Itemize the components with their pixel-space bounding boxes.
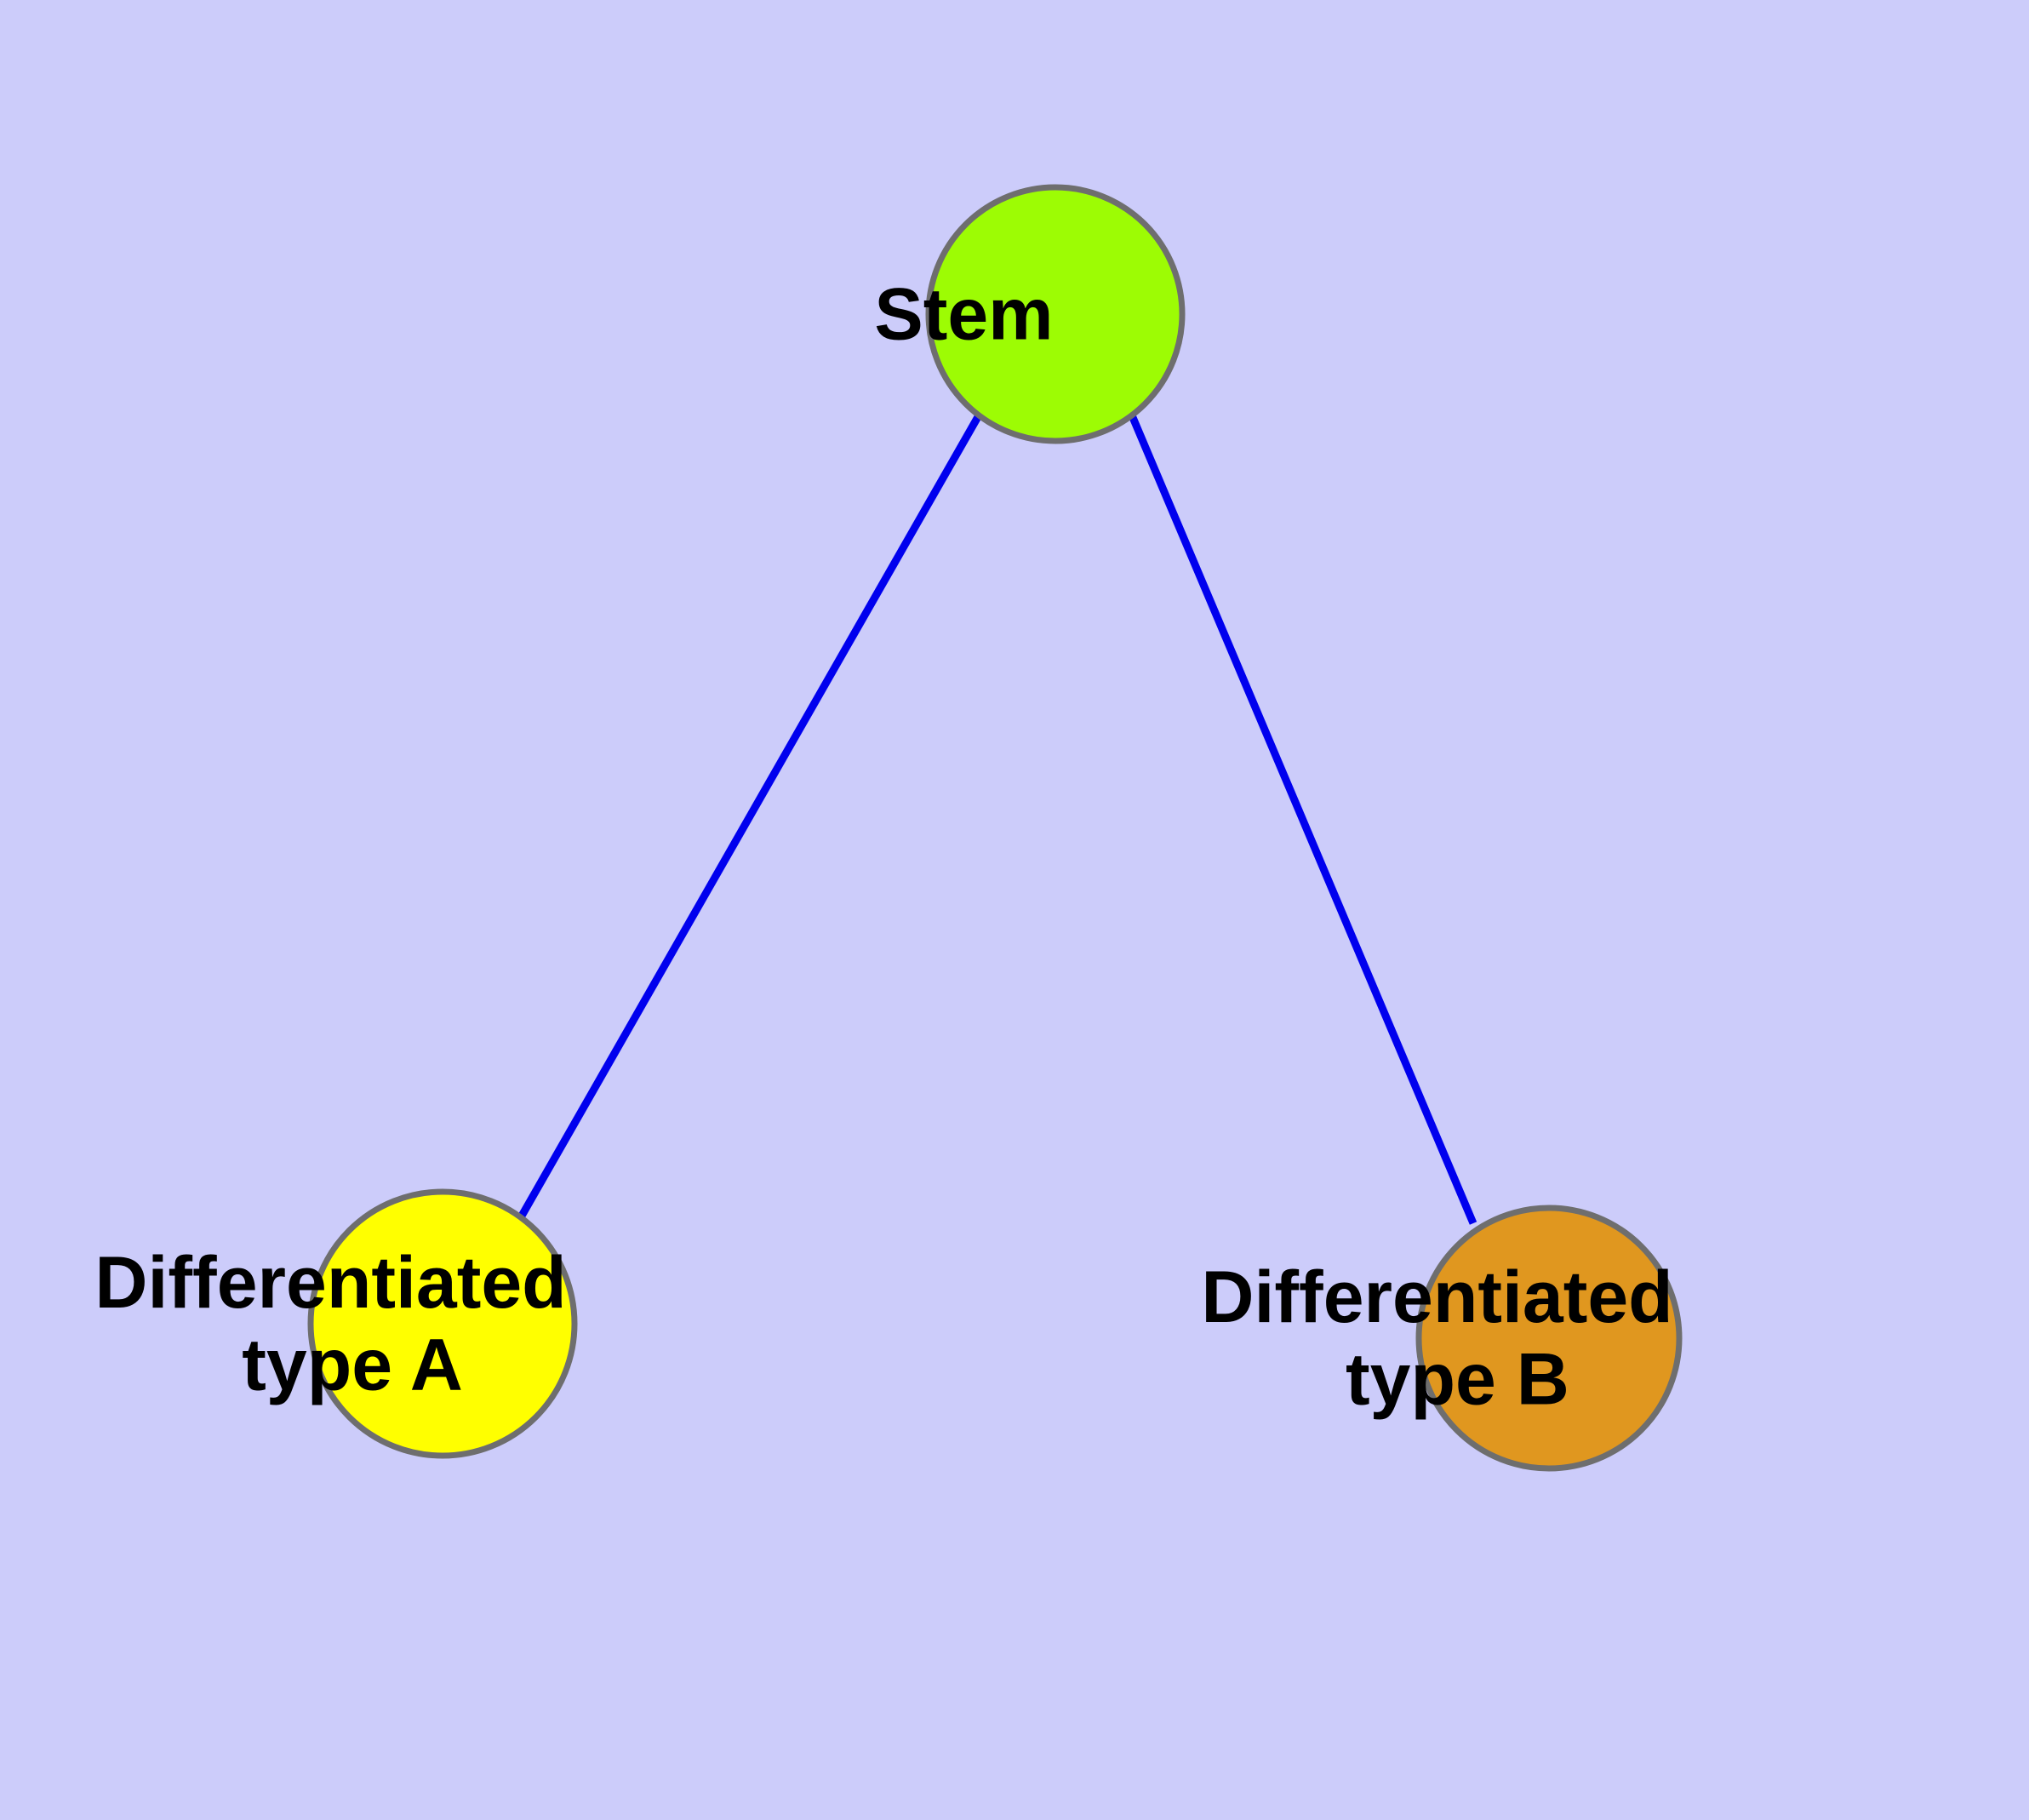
node-differentiated-type-a-label-line1: Differentiated	[94, 1242, 566, 1324]
node-differentiated-type-b-circle[interactable]	[1415, 1205, 1683, 1472]
edges-layer	[517, 413, 1477, 1225]
nodes-layer: Stem Differentiated type A Differentiate…	[94, 0, 1896, 1472]
node-stem-circle[interactable]	[925, 184, 1186, 444]
node-differentiated-type-a-label-line2: type A	[242, 1324, 461, 1405]
node-differentiated-type-b-label-line2: type B	[1346, 1338, 1569, 1420]
node-differentiated-type-b-label-line1: Differentiated	[1201, 1256, 1672, 1338]
node-differentiated-type-b-label: Differentiated type B	[1201, 0, 1896, 1420]
node-differentiated-type-a-circle[interactable]	[307, 1188, 578, 1459]
edge-stem-to-differentiated-type-b[interactable]	[1128, 414, 1477, 1225]
node-differentiated-type-b[interactable]: Differentiated type B	[1201, 0, 1896, 1472]
node-differentiated-type-a-label: Differentiated type A	[94, 0, 790, 1405]
node-stem-label: Stem	[874, 0, 1236, 355]
node-differentiated-type-a[interactable]: Differentiated type A	[94, 0, 790, 1459]
node-stem[interactable]: Stem	[874, 0, 1236, 444]
edge-stem-to-differentiated-type-a[interactable]	[517, 413, 982, 1220]
node-stem-label-line1: Stem	[874, 273, 1053, 355]
